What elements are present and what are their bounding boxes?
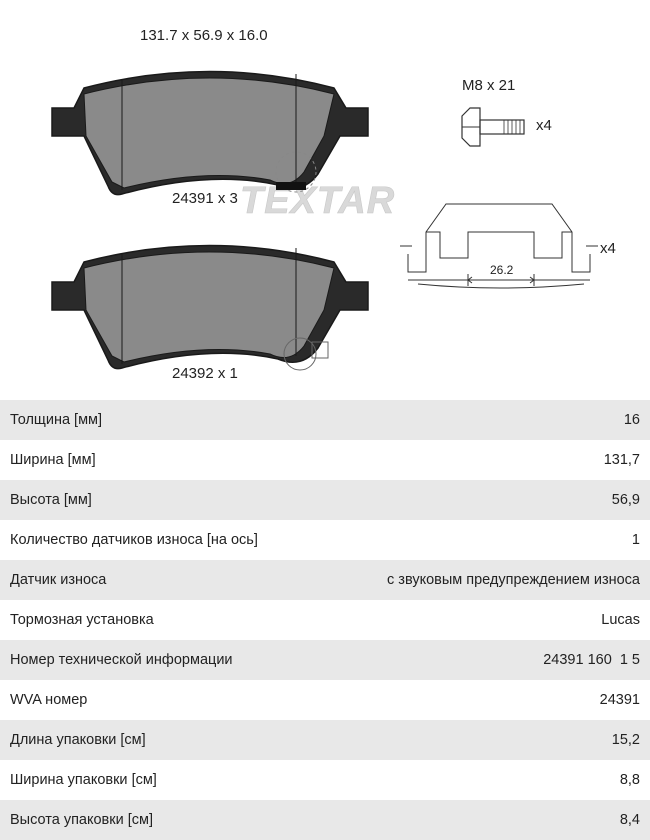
spec-value: 24391: [599, 692, 640, 708]
clip-icon: [400, 203, 598, 289]
product-drawing: TEXTAR: [0, 0, 650, 400]
spec-label: Высота [мм]: [10, 492, 92, 508]
brake-pad-bottom: [51, 244, 369, 371]
spec-label: Датчик износа: [10, 572, 107, 588]
spec-value: 131,7: [603, 452, 640, 468]
spec-label: Количество датчиков износа [на ось]: [10, 532, 258, 548]
spec-row-tech-info-number: Номер технической информации 24391 160 1…: [0, 640, 650, 680]
brake-pad-top: [51, 70, 369, 196]
clip-dimension-label: 26.2: [490, 263, 514, 277]
spec-label: Высота упаковки [см]: [10, 812, 154, 828]
brand-watermark: TEXTAR: [240, 180, 395, 222]
spec-label: Ширина [мм]: [10, 452, 96, 468]
spec-value: 8,4: [619, 812, 640, 828]
spec-row-width: Ширина [мм] 131,7: [0, 440, 650, 480]
bolt-quantity-label: x4: [536, 117, 552, 134]
spec-row-wear-sensor-count: Количество датчиков износа [на ось] 1: [0, 520, 650, 560]
bolt-icon: [461, 107, 525, 147]
spec-value: Lucas: [601, 612, 640, 628]
clip-quantity-label: x4: [600, 240, 616, 257]
spec-row-package-height: Высота упаковки [см] 8,4: [0, 800, 650, 840]
spec-value: 56,9: [611, 492, 640, 508]
spec-row-package-length: Длина упаковки [см] 15,2: [0, 720, 650, 760]
spec-value: 24391 160 1 5: [543, 652, 640, 668]
spec-row-brake-system: Тормозная установка Lucas: [0, 600, 650, 640]
pad-dimensions-label: 131.7 x 56.9 x 16.0: [140, 27, 268, 44]
bolt-spec-label: M8 x 21: [462, 77, 516, 94]
spec-value: 15,2: [611, 732, 640, 748]
pad-top-label: 24391 x 3: [172, 190, 238, 207]
spec-row-height: Высота [мм] 56,9: [0, 480, 650, 520]
spec-row-thickness: Толщина [мм] 16: [0, 400, 650, 440]
spec-row-wear-sensor: Датчик износа с звуковым предупреждением…: [0, 560, 650, 600]
wear-sensor-top: [275, 151, 317, 193]
spec-value: с звуковым предупреждением износа: [387, 572, 640, 588]
spec-row-wva-number: WVA номер 24391: [0, 680, 650, 720]
spec-label: Номер технической информации: [10, 652, 233, 668]
wear-sensor-bottom: [283, 337, 317, 371]
spec-label: Длина упаковки [см]: [10, 732, 146, 748]
spec-label: Тормозная установка: [10, 612, 154, 628]
spec-label: Ширина упаковки [см]: [10, 772, 157, 788]
specifications-table: Толщина [мм] 16 Ширина [мм] 131,7 Высота…: [0, 400, 650, 840]
spec-value: 16: [623, 412, 640, 428]
spec-value: 8,8: [619, 772, 640, 788]
spec-row-package-width: Ширина упаковки [см] 8,8: [0, 760, 650, 800]
spec-value: 1: [631, 532, 640, 548]
spec-label: Толщина [мм]: [10, 412, 103, 428]
pad-bottom-label: 24392 x 1: [172, 365, 238, 382]
spec-label: WVA номер: [10, 692, 88, 708]
technical-drawing-svg: TEXTAR: [51, 70, 598, 371]
